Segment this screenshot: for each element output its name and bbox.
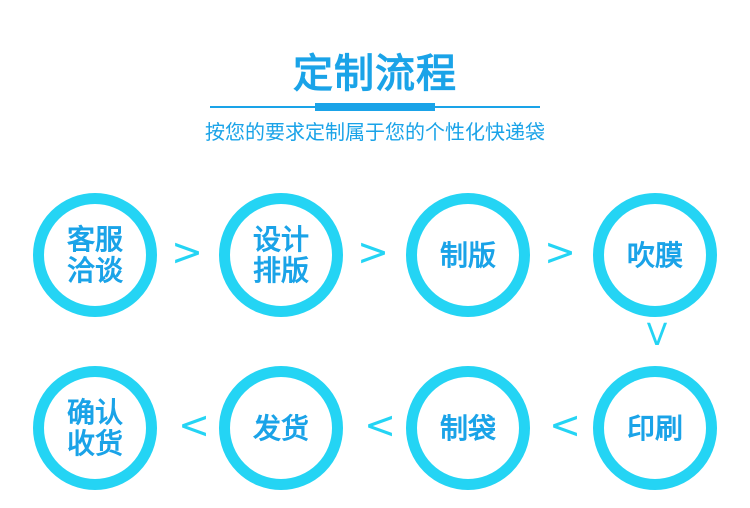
title-divider-bar (315, 103, 435, 111)
step-consultation: 客服洽谈 (33, 193, 157, 317)
arrow-right-icon: > (171, 230, 203, 274)
arrow-down-icon: V (646, 318, 668, 353)
arrow-right-icon: > (357, 230, 389, 274)
step-label: 印刷 (626, 411, 683, 445)
arrow-left-icon: < (364, 403, 396, 447)
step-film-blowing: 吹膜 (593, 193, 717, 317)
step-label: 确认收货 (66, 396, 123, 460)
step-label: 制版 (439, 238, 496, 272)
page-title: 定制流程 (293, 51, 457, 97)
step-label: 发货 (252, 411, 309, 445)
step-shipping: 发货 (219, 366, 343, 490)
page-subtitle: 按您的要求定制属于您的个性化快递袋 (205, 120, 545, 144)
step-printing: 印刷 (593, 366, 717, 490)
arrow-left-icon: < (549, 403, 581, 447)
arrow-right-icon: > (544, 230, 576, 274)
step-confirm-receipt: 确认收货 (33, 366, 157, 490)
step-bag-making: 制袋 (406, 366, 530, 490)
step-label: 吹膜 (626, 238, 683, 272)
step-design: 设计排版 (219, 193, 343, 317)
step-label: 设计排版 (252, 223, 309, 287)
arrow-left-icon: < (178, 403, 210, 447)
step-plate-making: 制版 (406, 193, 530, 317)
step-label: 制袋 (439, 411, 496, 445)
step-label: 客服洽谈 (66, 223, 123, 287)
